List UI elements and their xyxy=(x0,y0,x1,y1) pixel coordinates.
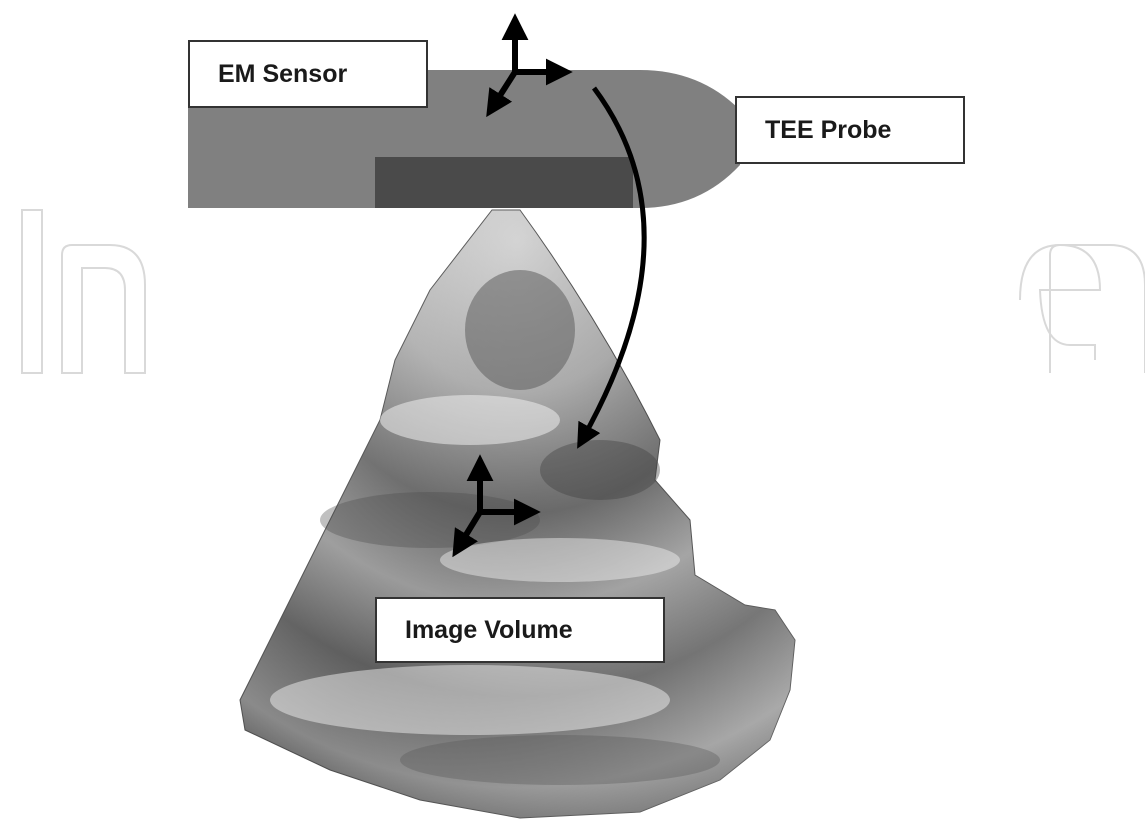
em-sensor-label: EM Sensor xyxy=(188,40,428,108)
image-volume-text: Image Volume xyxy=(405,616,573,645)
tee-probe-text: TEE Probe xyxy=(765,116,891,145)
transducer-array xyxy=(375,157,633,208)
image-volume-label: Image Volume xyxy=(375,597,665,663)
tee-probe-label: TEE Probe xyxy=(735,96,965,164)
em-sensor-text: EM Sensor xyxy=(218,60,347,89)
